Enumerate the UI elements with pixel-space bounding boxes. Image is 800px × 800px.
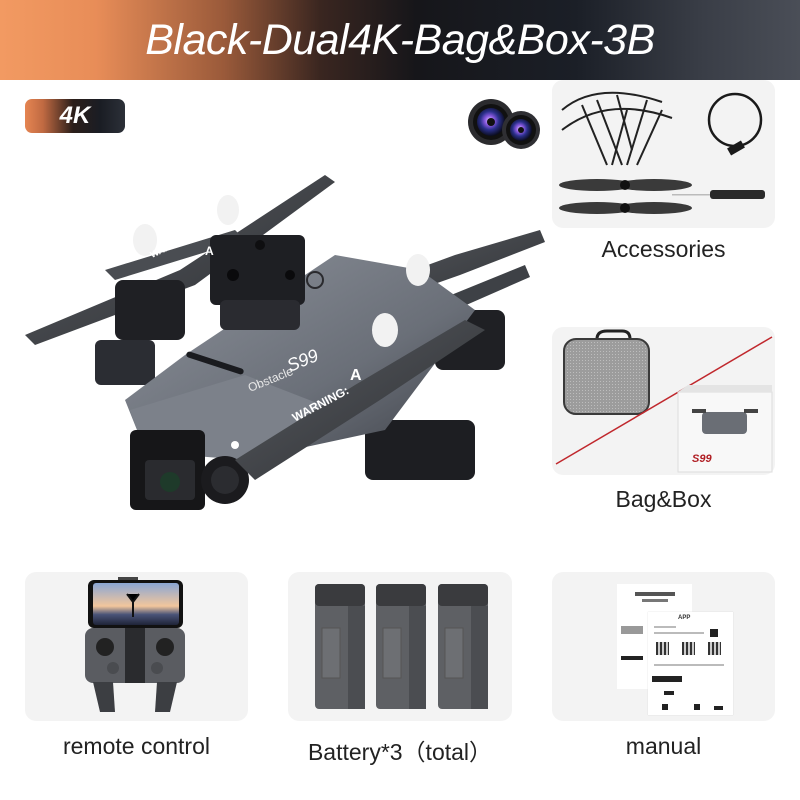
battery-icon	[376, 584, 426, 709]
banner-title: Black-Dual4K-Bag&Box-3B	[145, 15, 655, 64]
manual-label: manual	[625, 733, 702, 759]
usb-cable-icon	[707, 92, 763, 156]
battery-icon	[438, 584, 488, 709]
svg-text:A: A	[205, 244, 214, 258]
battery-icon	[315, 584, 365, 709]
manual-card: APP	[552, 572, 775, 721]
dual-camera-lens-icon	[468, 99, 540, 149]
accessories-card	[552, 80, 775, 228]
manual-app-text: APP	[678, 615, 691, 621]
remote-control-card	[25, 572, 248, 721]
retail-box-icon: S99	[677, 385, 773, 473]
screwdriver-icon	[672, 190, 765, 199]
spare-propellers-icon	[559, 179, 692, 214]
battery-label: Battery*3（total）	[307, 739, 493, 765]
title-banner: Black-Dual4K-Bag&Box-3B	[0, 0, 800, 80]
accessories-label: Accessories	[601, 236, 726, 262]
accessories-image	[559, 91, 765, 214]
divider-line	[555, 336, 773, 465]
battery-card	[288, 572, 512, 721]
bag-box-card: S99	[552, 327, 775, 475]
carry-bag-icon	[563, 329, 650, 415]
remote-control-image	[85, 577, 185, 712]
manual-page-front: APP	[648, 612, 733, 715]
svg-text:A: A	[350, 367, 362, 384]
drone-image: Obstacle S99 WARNING: WARNING: A A	[25, 175, 545, 510]
batteries-image	[315, 584, 488, 709]
propeller-guards-icon	[561, 91, 673, 166]
bag-box-image: S99	[555, 329, 773, 473]
bag-box-label: Bag&Box	[615, 486, 712, 512]
svg-text:S99: S99	[692, 453, 712, 465]
resolution-badge: 4K	[25, 99, 125, 133]
badge-label: 4K	[59, 102, 91, 129]
remote-control-label: remote control	[62, 733, 210, 759]
